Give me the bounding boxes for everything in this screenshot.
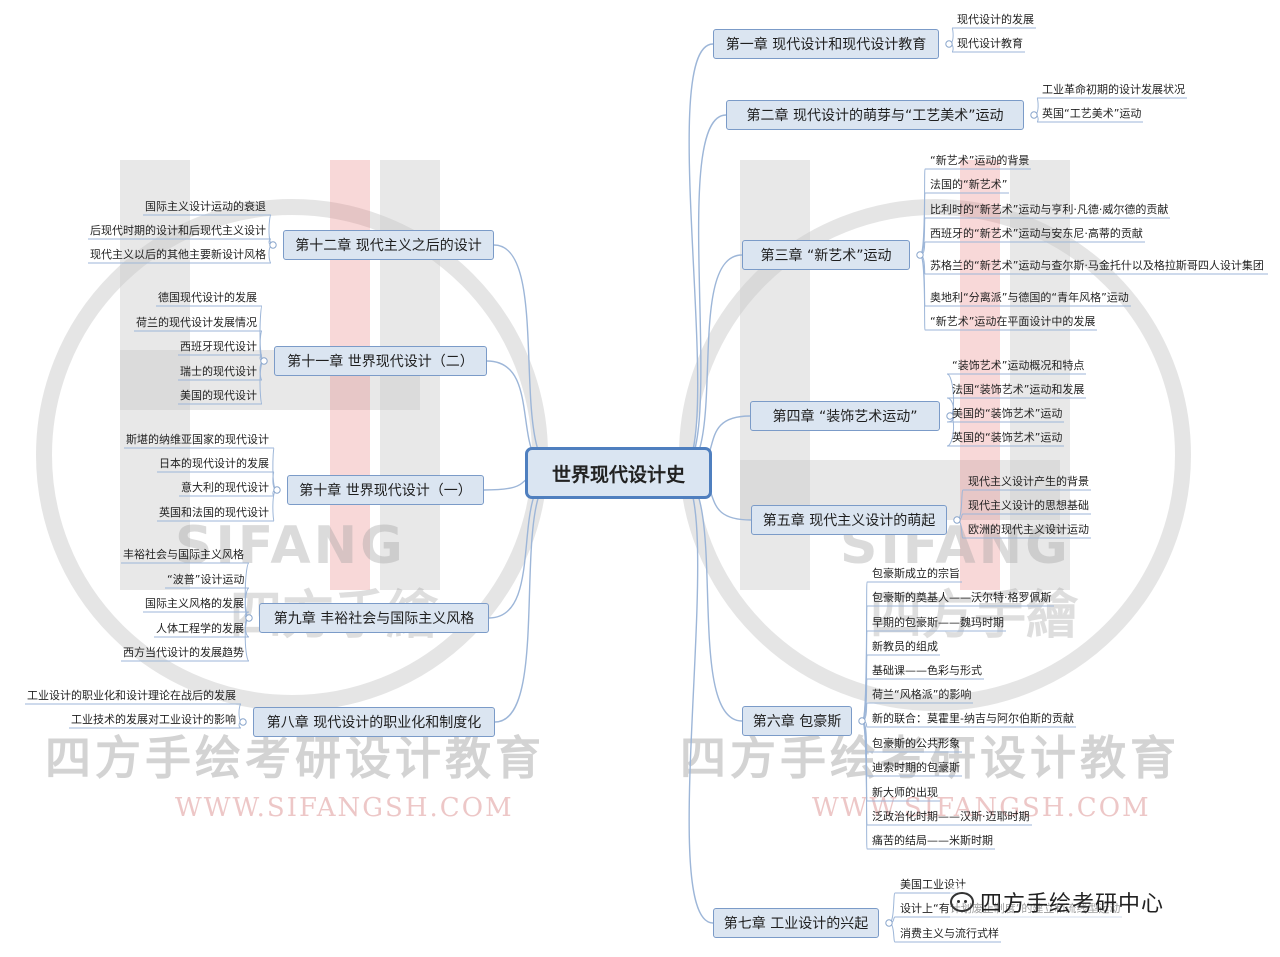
topic-item[interactable]: 西班牙的“新艺术”运动与安东尼·高蒂的贡献 bbox=[930, 227, 1143, 240]
chapter-node-8[interactable]: 第八章 现代设计的职业化和制度化 bbox=[253, 707, 495, 737]
topic-item[interactable]: 工业设计的职业化和设计理论在战后的发展 bbox=[27, 689, 236, 702]
collapse-knob[interactable] bbox=[916, 251, 924, 259]
topic-item[interactable]: 基础课——色彩与形式 bbox=[872, 664, 982, 677]
topic-item[interactable]: 苏格兰的“新艺术”运动与查尔斯·马金托什以及格拉斯哥四人设计集团 bbox=[930, 259, 1264, 272]
topic-item[interactable]: “波普”设计运动 bbox=[167, 573, 245, 586]
topic-item[interactable]: 英国的“装饰艺术”运动 bbox=[952, 431, 1063, 444]
chapter-node-9[interactable]: 第九章 丰裕社会与国际主义风格 bbox=[259, 603, 489, 633]
topic-item[interactable]: 欧洲的现代主义设计运动 bbox=[968, 523, 1089, 536]
topic-item[interactable]: 新教员的组成 bbox=[872, 640, 938, 653]
leaf-link bbox=[861, 720, 868, 850]
branch-link-2 bbox=[676, 114, 727, 474]
wechat-icon bbox=[950, 892, 974, 912]
topic-item[interactable]: 包豪斯成立的宗旨 bbox=[872, 567, 960, 580]
chapter-node-10[interactable]: 第十章 世界现代设计（一） bbox=[287, 475, 484, 505]
collapse-knob[interactable] bbox=[245, 614, 253, 622]
topic-item[interactable]: 西方当代设计的发展趋势 bbox=[123, 646, 244, 659]
branch-link-6 bbox=[676, 472, 743, 722]
topic-item[interactable]: 意大利的现代设计 bbox=[181, 481, 269, 494]
topic-item[interactable]: 比利时的“新艺术”运动与亨利·凡德·威尔德的贡献 bbox=[930, 203, 1169, 216]
chapter-node-12[interactable]: 第十二章 现代主义之后的设计 bbox=[283, 230, 494, 260]
topic-item[interactable]: 美国的现代设计 bbox=[180, 389, 257, 402]
watermark-glyphs-right: 四方手繪 bbox=[870, 586, 1079, 646]
chapter-node-2[interactable]: 第二章 现代设计的萌芽与“工艺美术”运动 bbox=[726, 100, 1024, 130]
topic-item[interactable]: 现代主义设计的思想基础 bbox=[968, 499, 1089, 512]
topic-item[interactable]: 法国的“新艺术” bbox=[930, 178, 1008, 191]
topic-item[interactable]: 美国的“装饰艺术”运动 bbox=[952, 407, 1063, 420]
topic-item[interactable]: 国际主义风格的发展 bbox=[145, 597, 244, 610]
collapse-knob[interactable] bbox=[885, 919, 893, 927]
topic-item[interactable]: 新大师的出现 bbox=[872, 786, 938, 799]
branch-link-3 bbox=[676, 254, 743, 474]
topic-item[interactable]: “装饰艺术”运动概况和特点 bbox=[952, 359, 1085, 372]
chapter-node-4[interactable]: 第四章 “装饰艺术运动” bbox=[750, 401, 940, 431]
collapse-knob[interactable] bbox=[858, 717, 866, 725]
topic-item[interactable]: 英国“工艺美术”运动 bbox=[1042, 107, 1142, 120]
topic-item[interactable]: 人体工程学的发展 bbox=[156, 622, 244, 635]
watermark-url-right: WWW.SIFANGSH.COM bbox=[812, 793, 1151, 823]
topic-item[interactable]: 英国和法国的现代设计 bbox=[159, 506, 269, 519]
watermark-brand-right: 四方手绘考研设计教育 bbox=[680, 731, 1180, 785]
watermark-brand-left: 四方手绘考研设计教育 bbox=[45, 731, 545, 785]
collapse-knob[interactable] bbox=[239, 718, 247, 726]
topic-item[interactable]: 荷兰的现代设计发展情况 bbox=[136, 316, 257, 329]
topic-item[interactable]: 工业革命初期的设计发展状况 bbox=[1042, 83, 1185, 96]
collapse-knob[interactable] bbox=[260, 357, 268, 365]
topic-item[interactable]: 痛苦的结局——米斯时期 bbox=[872, 834, 993, 847]
topic-item[interactable]: 后现代时期的设计和后现代主义设计 bbox=[90, 224, 266, 237]
topic-item[interactable]: 法国“装饰艺术”运动和发展 bbox=[952, 383, 1085, 396]
leaf-link bbox=[272, 489, 278, 522]
collapse-knob[interactable] bbox=[1030, 111, 1038, 119]
topic-item[interactable]: 瑞士的现代设计 bbox=[180, 365, 257, 378]
topic-item[interactable]: 工业技术的发展对工业设计的影响 bbox=[71, 713, 236, 726]
chapter-node-1[interactable]: 第一章 现代设计和现代设计教育 bbox=[713, 29, 939, 59]
topic-item[interactable]: 西班牙现代设计 bbox=[180, 340, 257, 353]
topic-item[interactable]: 现代设计教育 bbox=[957, 37, 1023, 50]
topic-item[interactable]: 新的联合：莫霍里-纳吉与阿尔伯斯的贡献 bbox=[872, 712, 1074, 725]
chapter-node-6[interactable]: 第六章 包豪斯 bbox=[742, 706, 852, 736]
chapter-node-3[interactable]: 第三章 “新艺术”运动 bbox=[742, 240, 910, 270]
chapter-node-5[interactable]: 第五章 现代主义设计的萌起 bbox=[751, 505, 947, 535]
watermark-url-left: WWW.SIFANGSH.COM bbox=[175, 793, 514, 823]
collapse-knob[interactable] bbox=[945, 40, 953, 48]
topic-item[interactable]: 奥地利“分离派”与德国的“青年风格”运动 bbox=[930, 291, 1129, 304]
topic-item[interactable]: 丰裕社会与国际主义风格 bbox=[123, 548, 244, 561]
chapter-node-7[interactable]: 第七章 工业设计的兴起 bbox=[713, 908, 879, 938]
topic-item[interactable]: 斯堪的纳维亚国家的现代设计 bbox=[126, 433, 269, 446]
wechat-badge: 四方手绘考研中心 bbox=[950, 886, 1165, 918]
collapse-knob[interactable] bbox=[269, 241, 277, 249]
topic-item[interactable]: 消费主义与流行式样 bbox=[900, 927, 999, 940]
topic-item[interactable]: 美国工业设计 bbox=[900, 878, 966, 891]
collapse-knob[interactable] bbox=[946, 412, 954, 420]
topic-item[interactable]: 荷兰“风格派”的影响 bbox=[872, 688, 972, 701]
topic-item[interactable]: “新艺术”运动的背景 bbox=[930, 154, 1030, 167]
topic-item[interactable]: 现代主义设计产生的背景 bbox=[968, 475, 1089, 488]
collapse-knob[interactable] bbox=[953, 516, 961, 524]
topic-item[interactable]: 日本的现代设计的发展 bbox=[159, 457, 269, 470]
chapter-node-11[interactable]: 第十一章 世界现代设计（二） bbox=[274, 346, 487, 376]
topic-item[interactable]: 迪索时期的包豪斯 bbox=[872, 761, 960, 774]
topic-item[interactable]: 现代设计的发展 bbox=[957, 13, 1034, 26]
branch-link-12 bbox=[493, 244, 561, 474]
branch-link-7 bbox=[676, 472, 714, 924]
topic-item[interactable]: 包豪斯的公共形象 bbox=[872, 737, 960, 750]
branch-link-8 bbox=[494, 472, 561, 723]
topic-item[interactable]: 现代主义以后的其他主要新设计风格 bbox=[90, 248, 266, 261]
topic-item[interactable]: “新艺术”运动在平面设计中的发展 bbox=[930, 315, 1096, 328]
topic-item[interactable]: 早期的包豪斯——魏玛时期 bbox=[872, 616, 1004, 629]
badge-text: 四方手绘考研中心 bbox=[980, 892, 1165, 917]
topic-item[interactable]: 德国现代设计的发展 bbox=[158, 291, 257, 304]
topic-item[interactable]: 泛政治化时期——汉斯·迈耶时期 bbox=[872, 810, 1030, 823]
root-node[interactable]: 世界现代设计史 bbox=[525, 447, 712, 499]
topic-item[interactable]: 包豪斯的奠基人——沃尔特·格罗佩斯 bbox=[872, 591, 1052, 604]
topic-item[interactable]: 国际主义设计运动的衰退 bbox=[145, 200, 266, 213]
collapse-knob[interactable] bbox=[273, 486, 281, 494]
leaf-link bbox=[259, 360, 265, 405]
branch-link-1 bbox=[676, 43, 714, 474]
